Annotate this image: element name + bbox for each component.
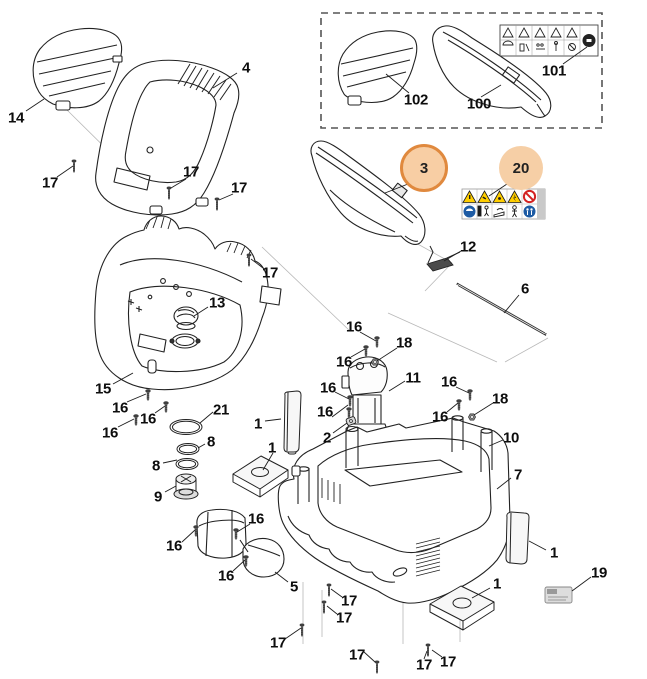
part-100-drawing: [432, 25, 552, 118]
part-number-label: 19: [590, 564, 608, 582]
part-13-knob-drawing: [169, 306, 201, 349]
part-number-label: 5: [289, 578, 299, 596]
inset-box: [320, 12, 603, 129]
part-number-label: 102: [403, 91, 429, 109]
keep-children-away-icon: [523, 205, 536, 218]
part-9-plug-drawing: [173, 473, 199, 500]
highlight-circle-20-text: 20: [512, 159, 530, 177]
part-number-label: 16: [431, 408, 449, 426]
part-number-label: 17: [439, 653, 457, 671]
bystander-icon: [512, 205, 517, 218]
part-number-label: 8: [206, 433, 216, 451]
vent-grille: [415, 537, 441, 577]
part-number-label: 6: [520, 280, 530, 298]
part-number-label: 16: [335, 353, 353, 371]
part-number-label: 1: [492, 575, 502, 593]
rings-and-plug-drawing: [169, 419, 203, 500]
warning-triangle-icon: [502, 27, 578, 38]
part-number-label: 16: [319, 379, 337, 397]
part-6-rod-drawing: [456, 282, 547, 336]
sticker-19-drawing: [544, 586, 573, 604]
part-number-label: 17: [335, 609, 353, 627]
part-number-label: 17: [261, 264, 279, 282]
part-number-label: 13: [208, 294, 226, 312]
part-number-label: 17: [41, 174, 59, 192]
read-manual-icon: [463, 205, 476, 218]
no-reach-under-icon: [493, 208, 505, 218]
part-number-label: 16: [101, 424, 119, 442]
part-number-label: 17: [230, 179, 248, 197]
prohibition-icon: [522, 189, 537, 204]
part-5-drawing: [196, 508, 285, 578]
part-number-label: 16: [111, 399, 129, 417]
part-number-label: 11: [405, 369, 421, 387]
part-number-label: 10: [502, 429, 520, 447]
part-number-label: 1: [267, 439, 277, 457]
part-number-label: 7: [513, 466, 523, 484]
sticker-20-drawing: [461, 188, 546, 220]
part-number-label: 1: [253, 415, 263, 433]
part-number-label: 17: [348, 646, 366, 664]
part-number-label: 21: [212, 401, 230, 419]
part-number-label: 16: [165, 537, 183, 555]
part-number-label: 4: [241, 59, 251, 77]
chassis-part-7-drawing: [277, 415, 511, 604]
part-number-label: 16: [217, 567, 235, 585]
part-number-label: 16: [139, 410, 157, 428]
part-number-label: 9: [153, 488, 163, 506]
keep-distance-icon: [477, 205, 489, 217]
part-number-label: 16: [247, 510, 265, 528]
part-number-label: 2: [322, 429, 332, 447]
part-number-label: 1: [549, 544, 559, 562]
part-4-hood-drawing: [95, 59, 240, 216]
warning-triangle-yellow-icon: [462, 190, 522, 203]
part-number-label: 17: [340, 592, 358, 610]
part-number-label: 15: [94, 380, 112, 398]
part-number-label: 14: [7, 109, 25, 127]
highlight-circle-3[interactable]: 3: [400, 144, 448, 192]
part-number-label: 18: [491, 390, 509, 408]
part-number-label: 16: [440, 373, 458, 391]
part-15-body-drawing: [94, 215, 282, 391]
prohibition-circle-icon: [582, 34, 596, 47]
part-number-label: 17: [182, 163, 200, 181]
part-number-label: 17: [269, 634, 287, 652]
part-number-label: 16: [316, 403, 334, 421]
part-number-label: 8: [151, 457, 161, 475]
part-102-drawing: [337, 30, 418, 106]
part-number-label: 16: [345, 318, 363, 336]
part-number-label: 18: [395, 334, 413, 352]
part-14-drawing: [32, 27, 123, 111]
part-number-label: 101: [541, 62, 567, 80]
part-number-label: 17: [415, 656, 433, 674]
part-3-drawing: [310, 140, 426, 245]
leader-lines: [25, 46, 592, 663]
highlight-circle-20[interactable]: 20: [499, 146, 543, 190]
highlight-circle-3-text: 3: [419, 159, 429, 177]
part-number-label: 100: [466, 95, 492, 113]
part-number-label: 12: [459, 238, 477, 256]
